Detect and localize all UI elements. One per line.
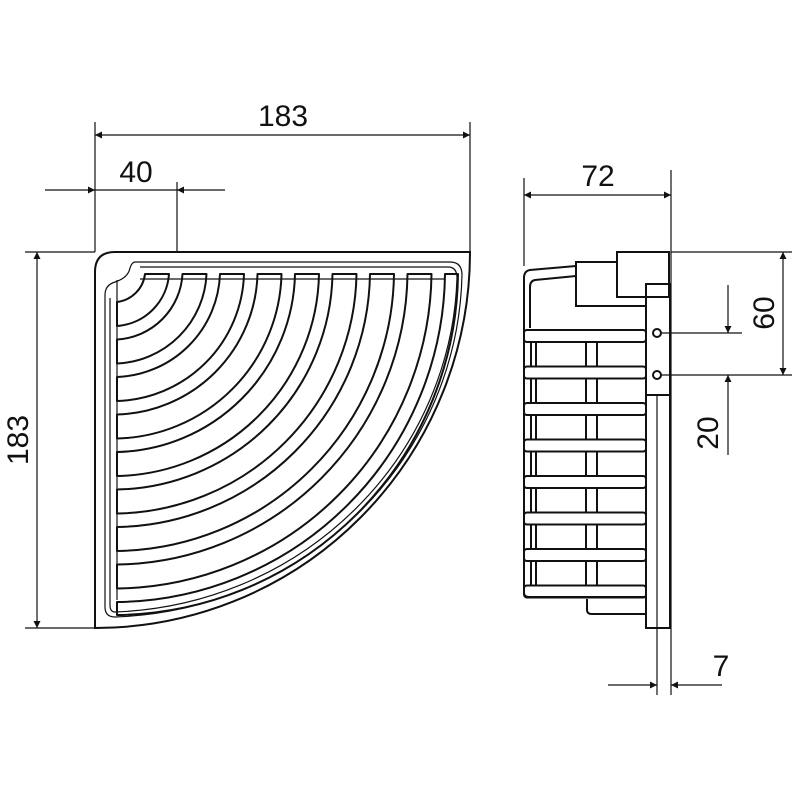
screw-hole-icon <box>652 328 662 338</box>
slat <box>523 438 647 453</box>
slat <box>523 329 647 343</box>
rib-slot <box>116 273 245 402</box>
rib-slot <box>116 273 320 477</box>
slat <box>523 548 647 562</box>
front-ribs <box>116 273 459 616</box>
dim-label-width: 183 <box>258 100 308 133</box>
screw-hole-icon <box>652 370 662 380</box>
side-dimensions: 72 60 20 7 <box>523 160 792 689</box>
bracket-step <box>575 261 646 307</box>
mount-bracket <box>616 251 670 298</box>
slat <box>523 584 647 599</box>
front-view <box>94 251 472 630</box>
rib-slot <box>116 273 283 440</box>
front-outline <box>94 251 472 630</box>
dim-label-plate-thickness: 7 <box>713 650 730 683</box>
basket-bottom-lip <box>586 599 646 615</box>
dim-label-offset: 40 <box>119 156 152 189</box>
basket-frame-inner <box>529 275 577 328</box>
slat <box>523 402 647 416</box>
front-dimensions: 183 40 183 <box>2 100 471 629</box>
rib-slot <box>116 273 170 327</box>
slat <box>523 365 647 380</box>
wall-plate <box>645 283 671 629</box>
rib-slot <box>116 273 358 515</box>
rib-slot <box>116 273 395 552</box>
dim-label-depth: 72 <box>581 160 614 193</box>
rib-slot <box>116 273 433 590</box>
dim-label-hole-spacing: 20 <box>692 416 725 449</box>
side-slats <box>523 329 647 599</box>
rib-slot <box>116 273 208 365</box>
slat <box>523 475 647 489</box>
slat <box>523 511 647 526</box>
dim-label-mount-height: 60 <box>748 296 781 329</box>
side-view <box>523 170 672 695</box>
rib-slot <box>116 273 459 616</box>
dim-label-height: 183 <box>2 415 35 465</box>
